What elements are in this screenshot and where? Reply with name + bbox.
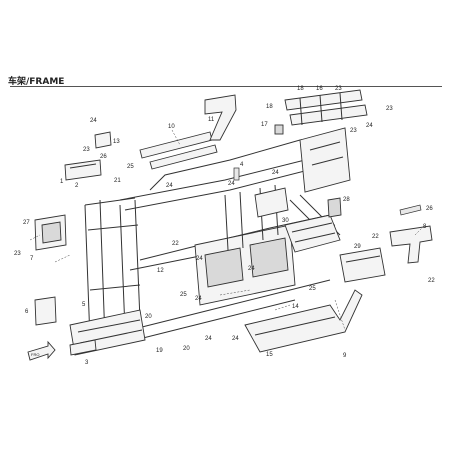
- part-4-bolt: [233, 167, 240, 181]
- front-indicator-label: FRO: [31, 352, 39, 357]
- callout-9: 9: [343, 353, 347, 359]
- part-2-bracket: [64, 159, 102, 181]
- part-16-rear-rack-rail: [284, 89, 368, 126]
- callout-23c: 23: [335, 86, 342, 92]
- callout-6: 6: [25, 309, 29, 315]
- callout-24e: 24: [366, 123, 373, 129]
- callout-24i: 24: [248, 266, 255, 272]
- callout-25c: 25: [180, 292, 187, 298]
- callout-8: 8: [423, 224, 427, 230]
- callout-14: 14: [292, 304, 299, 310]
- callout-20b: 20: [183, 346, 190, 352]
- callout-12: 12: [157, 268, 164, 274]
- part-3-front-lower: [69, 339, 97, 356]
- callout-1: 1: [60, 179, 64, 185]
- part-6-lower-bracket: [34, 296, 57, 326]
- callout-25b: 25: [309, 286, 316, 292]
- front-direction-arrow: [27, 340, 56, 361]
- callout-2: 2: [75, 183, 79, 189]
- callout-24d: 24: [272, 170, 279, 176]
- callout-18b: 18: [297, 86, 304, 92]
- title-rule: [10, 72, 442, 87]
- part-8-rear-bracket: [389, 225, 433, 264]
- callout-24j: 24: [196, 256, 203, 262]
- callout-22: 22: [172, 241, 179, 247]
- callout-19: 19: [156, 348, 163, 354]
- part-29-footrest: [339, 247, 386, 283]
- callout-21: 21: [114, 178, 121, 184]
- callout-23e: 23: [350, 128, 357, 134]
- callout-27: 27: [23, 220, 30, 226]
- callout-22c: 22: [428, 278, 435, 284]
- leader-lines: [29, 129, 426, 331]
- callout-15: 15: [266, 352, 273, 358]
- part-27-side-bracket: [34, 214, 67, 251]
- callout-20: 20: [145, 314, 152, 320]
- callout-24h: 24: [232, 336, 239, 342]
- callout-labels: 1 2 3 4 5 6 7 8 9 10 11 12 13 14 15 16 1…: [14, 86, 435, 366]
- callout-29: 29: [354, 244, 361, 250]
- part-11-rear-bracket: [204, 94, 237, 141]
- callout-24f: 24: [195, 296, 202, 302]
- callout-26: 26: [100, 154, 107, 160]
- callout-24b: 24: [166, 183, 173, 189]
- callout-18: 18: [266, 104, 273, 110]
- part-28-plate: [327, 197, 342, 218]
- callout-11: 11: [208, 117, 215, 123]
- callout-26b: 26: [426, 206, 433, 212]
- main-frame: [69, 127, 351, 356]
- callout-24c: 24: [228, 181, 235, 187]
- callout-17: 17: [261, 122, 268, 128]
- callout-23: 23: [83, 147, 90, 153]
- callout-4: 4: [240, 162, 244, 168]
- callout-30: 30: [282, 218, 289, 224]
- part-10-upper-bracket: [139, 131, 218, 170]
- callout-28: 28: [343, 197, 350, 203]
- callout-22b: 22: [372, 234, 379, 240]
- part-30-footrest: [284, 214, 341, 253]
- callout-16: 16: [316, 86, 323, 92]
- part-9-lower-rear-bracket: [244, 289, 363, 353]
- diagram-title: 车架/FRAME: [8, 77, 65, 87]
- callout-23d: 23: [386, 106, 393, 112]
- callout-24g: 24: [205, 336, 212, 342]
- callout-10: 10: [168, 124, 175, 130]
- callout-23b: 23: [14, 251, 21, 257]
- callout-24: 24: [90, 118, 97, 124]
- callout-13: 13: [113, 139, 120, 145]
- callout-25: 25: [127, 164, 134, 170]
- callout-3: 3: [85, 360, 89, 366]
- part-13-bracket: [94, 131, 112, 149]
- part-17-bushing: [274, 124, 284, 135]
- part-26-pin: [399, 204, 422, 216]
- callout-7: 7: [30, 256, 34, 262]
- callout-5: 5: [82, 302, 86, 308]
